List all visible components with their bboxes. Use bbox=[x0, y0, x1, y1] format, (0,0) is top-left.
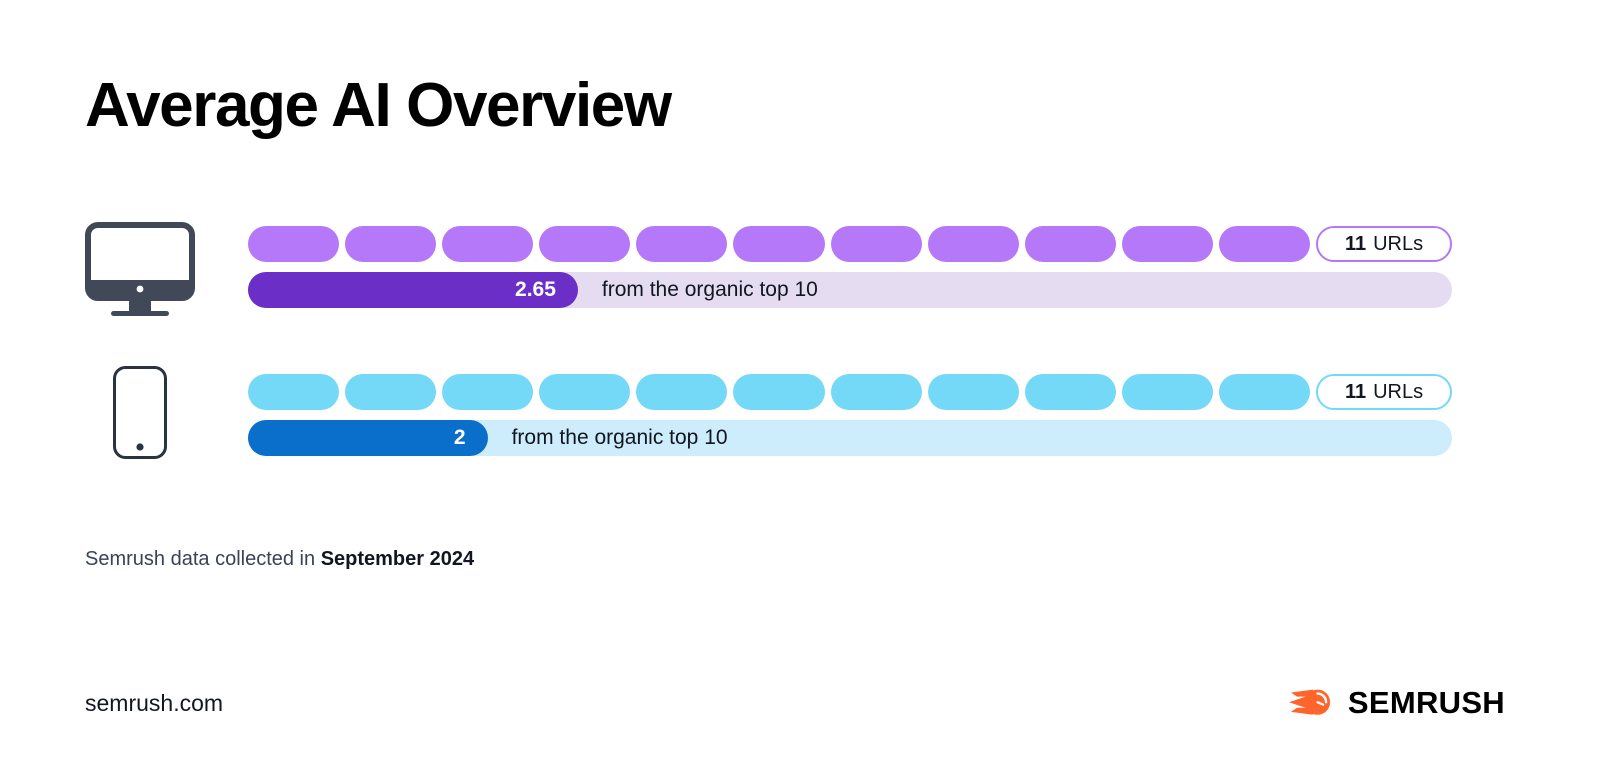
data-source-note: Semrush data collected in September 2024 bbox=[85, 548, 474, 571]
pill-segment bbox=[248, 226, 340, 262]
pill-segment bbox=[442, 226, 534, 262]
pill-segment bbox=[442, 374, 534, 410]
pill-segment bbox=[345, 374, 437, 410]
pill-segment bbox=[539, 374, 631, 410]
pill-segment bbox=[830, 374, 922, 410]
desktop-bar-track: 2.65 from the organic top 10 bbox=[248, 272, 1452, 308]
mobile-bar-caption: from the organic top 10 bbox=[511, 426, 728, 449]
desktop-monitor-icon bbox=[85, 212, 195, 317]
desktop-url-badge: 11 URLs bbox=[1316, 226, 1453, 262]
pill-segment bbox=[345, 226, 437, 262]
pill-segment bbox=[1024, 374, 1116, 410]
mobile-row: 11 URLs 2 from the organic top 10 bbox=[0, 360, 1600, 470]
note-date: September 2024 bbox=[320, 548, 475, 570]
pill-segment bbox=[636, 226, 728, 262]
mobile-bar-value: 2 bbox=[453, 426, 466, 449]
desktop-row: 11 URLs 2.65 from the organic top 10 bbox=[0, 212, 1600, 322]
desktop-url-unit: URLs bbox=[1373, 233, 1424, 255]
mobile-bar-track: 2 from the organic top 10 bbox=[248, 420, 1452, 456]
mobile-url-count: 11 bbox=[1344, 381, 1367, 403]
pill-segment bbox=[1121, 374, 1213, 410]
note-prefix: Semrush data collected in bbox=[85, 548, 321, 570]
pill-segment bbox=[733, 374, 825, 410]
desktop-bar-value: 2.65 bbox=[515, 278, 556, 301]
pill-segment bbox=[733, 226, 825, 262]
pill-segment bbox=[1218, 226, 1311, 262]
pill-segment bbox=[1218, 374, 1311, 410]
pill-segment bbox=[539, 226, 631, 262]
pill-segment bbox=[1024, 226, 1116, 262]
desktop-url-count: 11 bbox=[1344, 233, 1367, 255]
pill-segment bbox=[1121, 226, 1213, 262]
pill-segment bbox=[830, 226, 922, 262]
mobile-phone-icon bbox=[110, 360, 170, 465]
pill-segment bbox=[248, 374, 340, 410]
desktop-bar-caption-wrap: from the organic top 10 bbox=[602, 272, 818, 308]
desktop-bar-caption: from the organic top 10 bbox=[601, 278, 818, 301]
semrush-logo: SEMRUSH bbox=[1288, 684, 1505, 720]
pill-segment bbox=[927, 374, 1019, 410]
desktop-bar-fill: 2.65 bbox=[248, 272, 578, 308]
mobile-bar-fill: 2 bbox=[248, 420, 488, 456]
pill-segment bbox=[927, 226, 1019, 262]
site-url[interactable]: semrush.com bbox=[85, 690, 224, 716]
mobile-pill-strip: 11 URLs bbox=[248, 374, 1453, 410]
semrush-wordmark: SEMRUSH bbox=[1347, 684, 1505, 720]
page-title: Average AI Overview bbox=[85, 71, 672, 140]
desktop-pill-strip: 11 URLs bbox=[248, 226, 1453, 262]
mobile-url-unit: URLs bbox=[1373, 381, 1424, 403]
semrush-comet-icon bbox=[1288, 689, 1330, 715]
pill-segment bbox=[636, 374, 728, 410]
mobile-url-badge: 11 URLs bbox=[1316, 374, 1453, 410]
mobile-bar-caption-wrap: from the organic top 10 bbox=[512, 420, 728, 456]
